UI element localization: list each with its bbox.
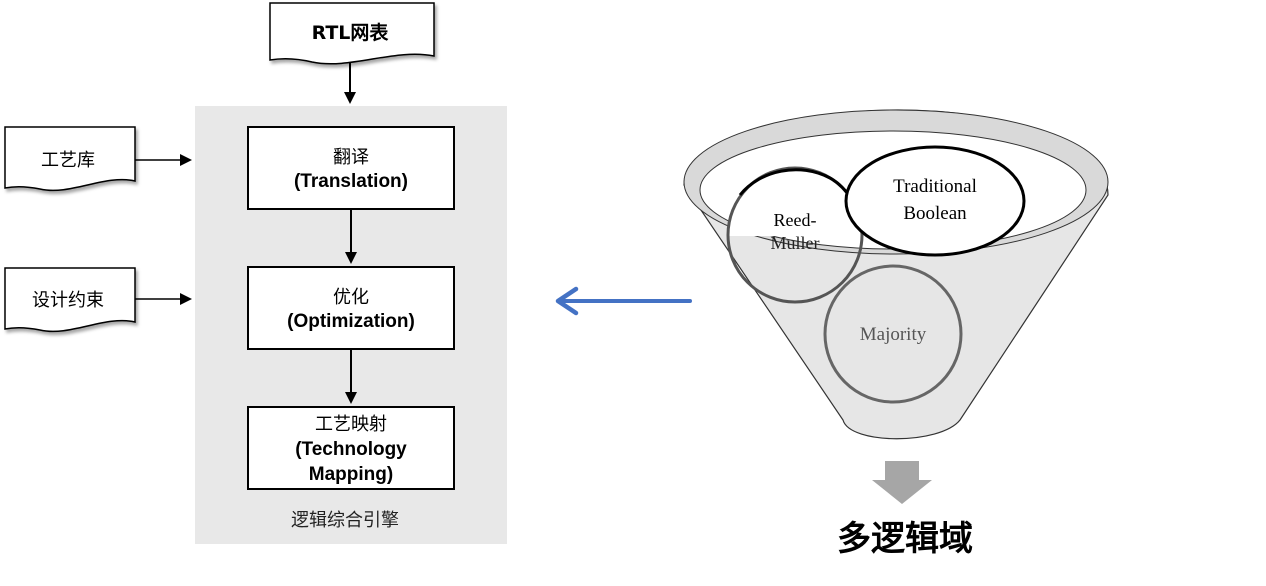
step-translation: 翻译 (Translation) — [247, 126, 455, 210]
traditional-boolean-label-line2: Boolean — [903, 203, 967, 224]
design-constraints-input: 设计约束 — [4, 267, 136, 333]
step-mapping-en-line2: Mapping) — [309, 464, 393, 485]
blue-left-arrow — [555, 286, 692, 316]
tech-library-input: 工艺库 — [4, 126, 136, 192]
step-mapping-cn: 工艺映射 — [315, 414, 387, 435]
step-technology-mapping: 工艺映射 (Technology Mapping) — [247, 406, 455, 490]
design-constraints-label: 设计约束 — [32, 290, 104, 311]
tech-library-label: 工艺库 — [41, 150, 95, 171]
majority-domain: Majority — [823, 264, 963, 404]
step-translation-en: (Translation) — [294, 171, 408, 192]
reed-muller-label-line2: Muller — [771, 233, 820, 253]
traditional-boolean-domain: Traditional Boolean — [844, 145, 1026, 257]
rtl-netlist-label: RTL网表 — [312, 21, 390, 44]
logic-domain-funnel: Majority Reed- Muller Traditional Boolea… — [683, 109, 1109, 440]
step-optimization-cn: 优化 — [333, 287, 369, 308]
majority-label: Majority — [860, 324, 927, 345]
traditional-boolean-label-line1: Traditional — [893, 176, 977, 197]
step-optimization: 优化 (Optimization) — [247, 266, 455, 350]
step-optimization-en: (Optimization) — [287, 311, 415, 332]
step-mapping-en-line1: (Technology — [295, 439, 407, 460]
gray-down-arrow — [872, 461, 932, 504]
rtl-netlist-input: RTL网表 — [269, 2, 435, 65]
multi-logic-domain-label: 多逻辑域 — [837, 519, 973, 559]
synthesis-engine-label: 逻辑综合引擎 — [291, 510, 399, 531]
reed-muller-label-line1: Reed- — [774, 210, 817, 230]
step-translation-cn: 翻译 — [333, 147, 369, 168]
